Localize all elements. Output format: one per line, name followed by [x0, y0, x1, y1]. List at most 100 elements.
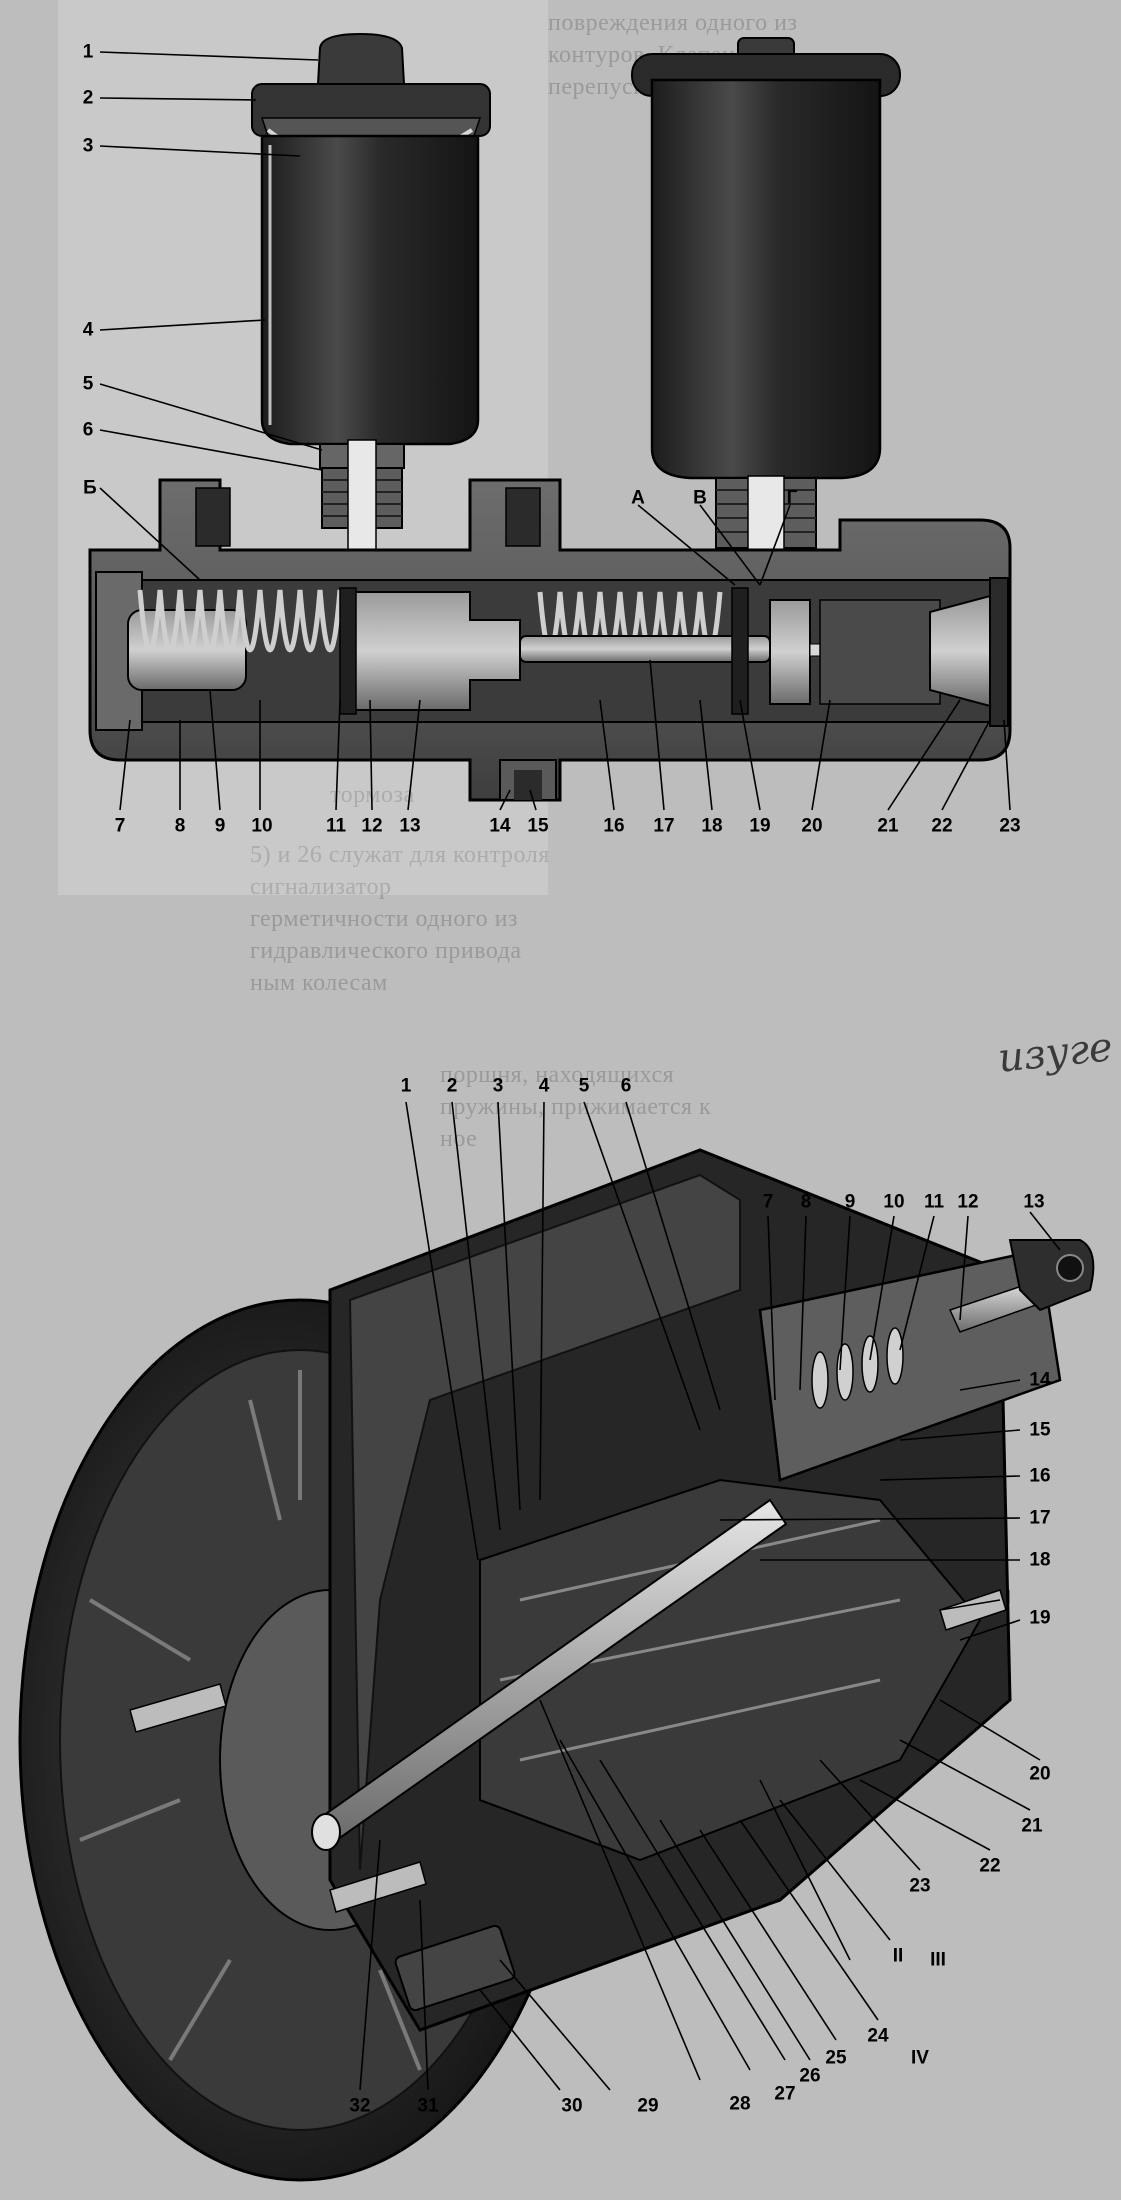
left-reservoir [251, 32, 491, 551]
part-label: 16 [603, 815, 625, 837]
inlet-port [195, 487, 231, 547]
part-label: 20 [1029, 1763, 1051, 1785]
part-label: 5 [578, 1075, 590, 1097]
part-label: 9 [844, 1191, 856, 1213]
part-label: 22 [931, 815, 953, 837]
part-label: 27 [774, 2083, 796, 2105]
part-label: 5 [82, 373, 94, 395]
background-text-line: гидравлического привода [250, 938, 522, 964]
part-label: 30 [561, 2095, 583, 2117]
part-label: 11 [923, 1191, 945, 1213]
part-label: 2 [446, 1075, 458, 1097]
part-label: 23 [909, 1875, 931, 1897]
cylinder-body [88, 478, 1012, 802]
outlet-port-hole [514, 770, 542, 800]
part-label: 11 [325, 815, 347, 837]
part-label: 8 [800, 1191, 812, 1213]
part-label: 21 [877, 815, 899, 837]
part-label: 19 [1029, 1607, 1051, 1629]
part-label: III [930, 1949, 946, 1971]
part-label: 19 [749, 815, 771, 837]
background-text-line: сигнализатор [250, 874, 392, 900]
part-label: 3 [492, 1075, 504, 1097]
part-label: 14 [1029, 1369, 1051, 1391]
background-text-line: пружины, прижимается к [440, 1094, 712, 1120]
part-label: IV [911, 2047, 929, 2069]
part-label: 32 [349, 2095, 371, 2117]
part-label: 29 [637, 2095, 659, 2117]
part-label: 4 [82, 319, 94, 341]
part-label: 16 [1029, 1465, 1051, 1487]
diaphragm-chamber [479, 1478, 982, 1862]
part-label: 18 [1029, 1549, 1051, 1571]
secondary-cup-seal [731, 587, 749, 715]
part-label: 9 [214, 815, 226, 837]
valve-spring [811, 1327, 904, 1409]
pressure-chamber [819, 599, 941, 705]
part-label: II [892, 1945, 904, 1967]
background-text-line: повреждения одного из [548, 10, 798, 36]
primary-cup-seal [339, 587, 357, 715]
background-text-line: герметичности одного из [250, 906, 518, 932]
part-label: 1 [400, 1075, 412, 1097]
part-label: 7 [114, 815, 126, 837]
part-label: 12 [957, 1191, 979, 1213]
part-label: 14 [489, 815, 511, 837]
part-label: 28 [729, 2093, 751, 2115]
part-label: 4 [538, 1075, 550, 1097]
part-label: 10 [883, 1191, 905, 1213]
background-text-line: 5) и 26 служат для контроля [250, 842, 550, 868]
part-label: 15 [527, 815, 549, 837]
part-label: 23 [999, 815, 1021, 837]
reservoir-fitting-threads [715, 475, 817, 563]
reservoir-thread [260, 117, 482, 137]
background-text-line: поршня, находящихся [440, 1062, 675, 1088]
primary-spring [137, 589, 343, 653]
part-label: 6 [620, 1075, 632, 1097]
part-label: 20 [801, 815, 823, 837]
part-label: 12 [361, 815, 383, 837]
part-label: 18 [701, 815, 723, 837]
part-label: 17 [1029, 1507, 1051, 1529]
part-label: 21 [1021, 1815, 1043, 1837]
background-text-line: ное [440, 1126, 478, 1152]
part-label: 17 [653, 815, 675, 837]
background-text-line: ным колесам [250, 970, 388, 996]
part-label: 6 [82, 419, 94, 441]
part-label: 15 [1029, 1419, 1051, 1441]
output-rod-tip [311, 1813, 341, 1851]
end-cap [989, 577, 1009, 727]
part-label: 13 [399, 815, 421, 837]
part-label: В [693, 487, 707, 509]
reservoir-body [260, 134, 480, 446]
master-cylinder-figure [58, 0, 1012, 895]
part-label: Б [83, 477, 97, 499]
part-label: 3 [82, 135, 94, 157]
top-leader-lines [99, 51, 1011, 811]
clevis-hole [1056, 1254, 1084, 1282]
part-label: А [631, 487, 645, 509]
primary-piston [349, 591, 521, 711]
check-valve [394, 1924, 516, 2012]
reservoir-cap-dome [316, 32, 406, 85]
part-label: 26 [799, 2065, 821, 2087]
reservoir-fitting-threads [321, 439, 403, 551]
right-reservoir [631, 37, 901, 563]
part-label: 7 [762, 1191, 774, 1213]
part-label: 31 [417, 2095, 439, 2117]
mounting-studs [129, 1589, 1007, 1913]
inlet-port [505, 487, 541, 547]
bottom-leader-lines [359, 1101, 1061, 2091]
housing-cutaway-wall [348, 1173, 741, 1871]
part-label: 10 [251, 815, 273, 837]
reservoir-body [650, 78, 882, 480]
vacuum-booster-figure [18, 1101, 1095, 2182]
part-label: 1 [82, 41, 94, 63]
outlet-valve [929, 594, 991, 708]
secondary-piston-head [769, 599, 811, 705]
booster-face-ribs [79, 1370, 422, 2071]
part-label: 2 [82, 87, 94, 109]
part-label: 8 [174, 815, 186, 837]
part-label: 24 [867, 2025, 889, 2047]
